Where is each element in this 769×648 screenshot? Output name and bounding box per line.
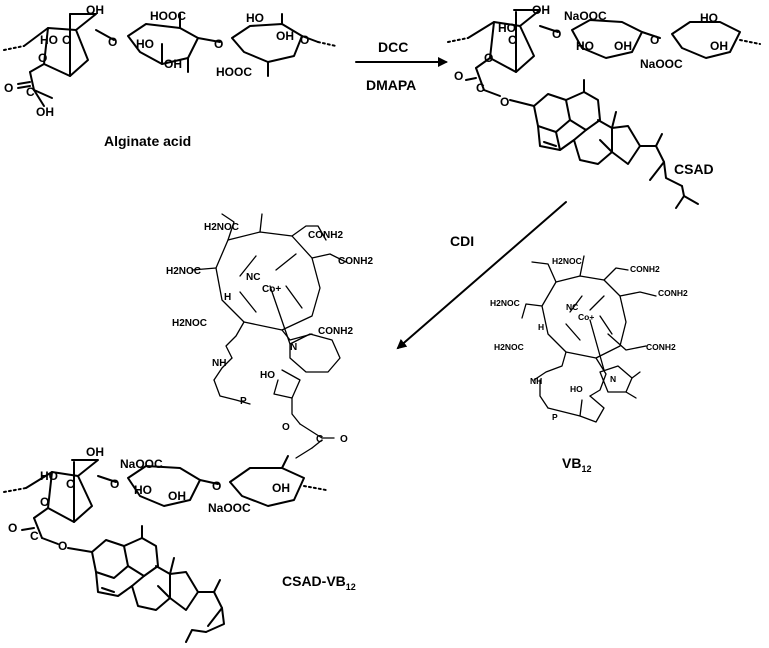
atom-o: O xyxy=(38,51,47,65)
atom-o: O xyxy=(650,33,659,47)
atom-nh: NH xyxy=(212,358,226,369)
atom-naooc: NaOOC xyxy=(208,501,251,515)
atom-ho: HO xyxy=(40,33,58,47)
atom-conh2: CONH2 xyxy=(318,326,353,337)
atom-ho: HO xyxy=(260,370,275,381)
csad-vb12-structure: H2NOC CONH2 CONH2 H2NOC H2NOC CONH2 NC C… xyxy=(3,213,373,643)
atom-o: O xyxy=(214,37,223,51)
atom-ho: HO xyxy=(498,21,516,35)
atom-o: O xyxy=(66,477,75,491)
atom-oh: OH xyxy=(276,29,294,43)
atom-oh: OH xyxy=(86,445,104,459)
atom-oh: OH xyxy=(710,39,728,53)
atom-o: O xyxy=(4,81,13,95)
reagent-dcc: DCC xyxy=(378,39,408,55)
atom-o: O xyxy=(62,33,71,47)
atom-hooc: HOOC xyxy=(150,9,186,23)
atom-conh2: CONH2 xyxy=(338,256,373,267)
atom-o: O xyxy=(108,35,117,49)
reagent-cdi: CDI xyxy=(450,233,474,249)
atom-o: O xyxy=(40,495,49,509)
atom-o: O xyxy=(212,479,221,493)
atom-ho: HO xyxy=(136,37,154,51)
atom-c: C xyxy=(30,529,39,543)
atom-h2noc: H2NOC xyxy=(166,266,201,277)
atom-h: H xyxy=(224,292,231,303)
atom-h: H xyxy=(538,322,544,332)
label-alginate-acid: Alginate acid xyxy=(104,133,191,149)
atom-c: C xyxy=(26,85,35,99)
atom-p: P xyxy=(240,396,247,407)
atom-o: O xyxy=(484,51,493,65)
atom-h2noc: H2NOC xyxy=(204,222,239,233)
atom-oh: OH xyxy=(86,3,104,17)
atom-o: O xyxy=(300,33,309,47)
label-vb12: VB12 xyxy=(562,455,591,474)
label-csad: CSAD xyxy=(674,161,714,177)
atom-p: P xyxy=(552,412,558,422)
atom-conh2: CONH2 xyxy=(646,342,676,352)
atom-conh2: CONH2 xyxy=(308,230,343,241)
atom-conh2: CONH2 xyxy=(658,288,688,298)
atom-o: O xyxy=(58,539,67,553)
atom-co-plus: Co+ xyxy=(578,312,594,322)
atom-ho: HO xyxy=(246,11,264,25)
atom-ho: HO xyxy=(700,11,718,25)
atom-naooc: NaOOC xyxy=(564,9,607,23)
atom-o: O xyxy=(508,33,517,47)
atom-o: O xyxy=(110,477,119,491)
vb12-structure: H2NOC CONH2 CONH2 H2NOC H2NOC CONH2 NC C… xyxy=(490,255,688,423)
atom-oh: OH xyxy=(164,57,182,71)
atom-o: O xyxy=(340,434,348,445)
atom-hooc: HOOC xyxy=(216,65,252,79)
atom-co-plus: Co+ xyxy=(262,284,281,295)
atom-nc: NC xyxy=(246,272,260,283)
atom-o: O xyxy=(552,27,561,41)
atom-ho: HO xyxy=(576,39,594,53)
atom-oh: OH xyxy=(532,3,550,17)
reagent-dmapa: DMAPA xyxy=(366,77,416,93)
atom-oh: OH xyxy=(272,481,290,495)
csad-structure: OH O HO O O NaOOC HO OH O HO OH NaOOC O … xyxy=(447,3,761,209)
atom-ho: HO xyxy=(134,483,152,497)
atom-c: C xyxy=(476,81,485,95)
atom-oh: OH xyxy=(36,105,54,119)
atom-ho: HO xyxy=(570,384,583,394)
atom-h2noc: H2NOC xyxy=(494,342,524,352)
atom-oh: OH xyxy=(614,39,632,53)
atom-o: O xyxy=(454,69,463,83)
atom-o: O xyxy=(500,95,509,109)
atom-o: O xyxy=(8,521,17,535)
atom-n: N xyxy=(610,374,616,384)
atom-naooc: NaOOC xyxy=(120,457,163,471)
alginate-acid-structure: OH O O HO O O C OH HOOC HO OH O HO OH HO… xyxy=(3,3,337,119)
atom-n: N xyxy=(290,342,297,353)
atom-nc: NC xyxy=(566,302,578,312)
atom-nh: NH xyxy=(530,376,542,386)
atom-naooc: NaOOC xyxy=(640,57,683,71)
atom-h2noc: H2NOC xyxy=(490,298,520,308)
atom-h2noc: H2NOC xyxy=(172,318,207,329)
atom-c: C xyxy=(316,434,323,445)
atom-ho: HO xyxy=(40,469,58,483)
label-csad-vb12: CSAD-VB12 xyxy=(282,573,356,592)
reaction-arrow-2 xyxy=(396,201,567,350)
atom-h2noc: H2NOC xyxy=(552,256,582,266)
atom-conh2: CONH2 xyxy=(630,264,660,274)
atom-oh: OH xyxy=(168,489,186,503)
atom-o: O xyxy=(282,422,290,433)
